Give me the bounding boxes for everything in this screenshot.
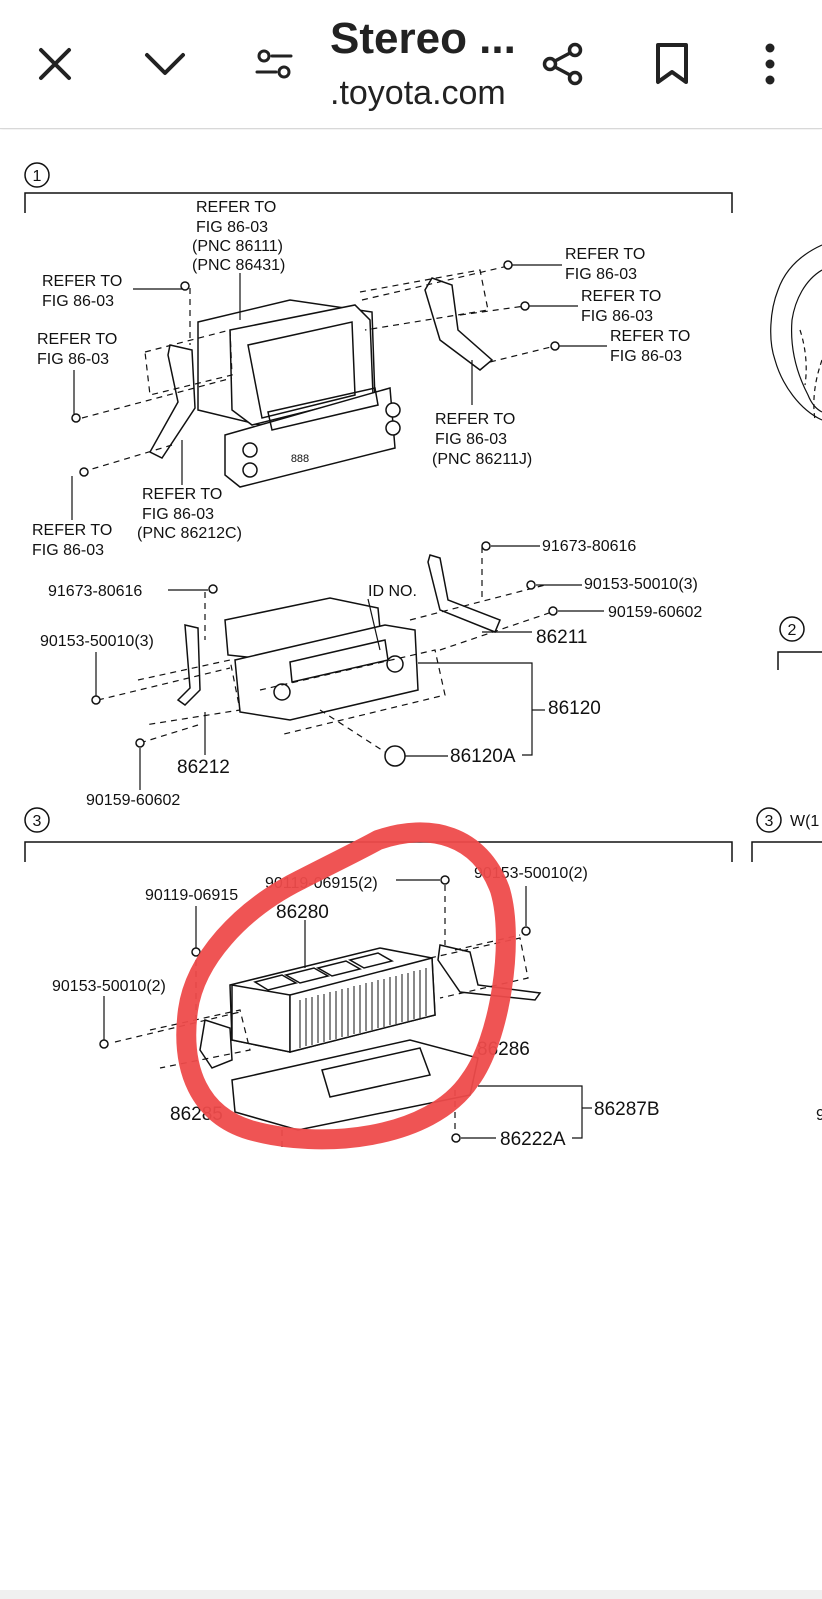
heatsink-fins <box>299 968 427 1048</box>
part-90153-right: 90153-50010(3) <box>584 576 698 593</box>
svg-text:REFER TO FIG 86-03: REFER TO FIG 86-03 (PNC 86111) (PNC 8643… <box>192 199 287 274</box>
part-90159-right: 90159-60602 <box>608 604 702 621</box>
svg-text:REFER TO FIG 86-03: REFER TO FIG 86-03 <box>32 522 117 559</box>
screw-icons <box>71 260 560 477</box>
tune-icon[interactable] <box>244 34 304 94</box>
section-marker-3-label: 3 <box>33 813 42 830</box>
section-marker-1-label: 1 <box>33 168 42 185</box>
svg-text:REFER TO FIG 86-03: REFER TO FIG 86-03 (PNC 86211J) <box>432 411 532 468</box>
display-text: 888 <box>291 453 309 465</box>
refer-right-2-line2: FIG 86-03 <box>581 308 653 325</box>
refer-bottom-mid-line3: (PNC 86212C) <box>137 525 242 542</box>
section-w-label: W(1 <box>790 813 819 830</box>
svg-text:REFER TO FIG 86-03: REFER TO FIG 86-03 (PNC 86212C) <box>137 486 242 542</box>
radio-unit-drawing <box>176 554 501 767</box>
parts-diagram: 1 888 <box>0 130 822 1599</box>
part-91673-right: 91673-80616 <box>542 538 636 555</box>
refer-bottom-right-line1: REFER TO <box>435 411 515 428</box>
section-3: 3 3 W(1 <box>24 807 822 1150</box>
refer-left-1-line1: REFER TO <box>42 273 122 290</box>
refer-bottom-mid-line2: FIG 86-03 <box>142 506 214 523</box>
section-marker-3 <box>24 807 50 833</box>
section-marker-2 <box>779 616 805 642</box>
refer-left-1-line2: FIG 86-03 <box>42 293 114 310</box>
refer-right-2-line1: REFER TO <box>581 288 661 305</box>
part-90153-left: 90153-50010(2) <box>52 978 166 995</box>
page-domain: .toyota.com <box>330 74 506 112</box>
part-90153-left: 90153-50010(3) <box>40 633 154 650</box>
right-edge-partial-drawing <box>770 244 822 421</box>
refer-right-1-line2: FIG 86-03 <box>565 266 637 283</box>
id-no-label: ID NO. <box>368 583 417 600</box>
refer-bottom-mid-line1: REFER TO <box>142 486 222 503</box>
part-86120: 86120 <box>548 698 601 719</box>
refer-bottom-right-line2: FIG 86-03 <box>435 431 507 448</box>
part-90119: 90119-06915 <box>145 887 238 904</box>
svg-text:REFER TO FIG 86-03: REFER TO FIG 86-03 <box>565 246 650 283</box>
refer-top-line3: (PNC 86111) <box>192 238 283 255</box>
part-90159-left: 90159-60602 <box>86 792 180 809</box>
part-86280: 86280 <box>276 902 329 923</box>
section-marker-1 <box>24 162 50 188</box>
refer-top-line1: REFER TO <box>196 199 276 216</box>
page-title: Stereo ... <box>330 14 516 63</box>
head-unit-drawing <box>148 277 494 488</box>
part-91673-left: 91673-80616 <box>48 583 142 600</box>
section-2-parts: 91673-80616 90153-50010(3) 90159-60602 8… <box>40 538 822 809</box>
refer-top-line4: (PNC 86431) <box>192 257 285 274</box>
refer-left-2-line2: FIG 86-03 <box>37 351 109 368</box>
edge-char: 9 <box>816 1107 822 1124</box>
refer-right-3-line1: REFER TO <box>610 328 690 345</box>
section-marker-3-right <box>756 807 782 833</box>
bottom-edge <box>0 1590 822 1599</box>
bookmark-icon[interactable] <box>642 34 702 94</box>
svg-text:REFER TO FIG 86-03: REFER TO FIG 86-03 <box>37 331 122 368</box>
part-86212: 86212 <box>177 757 230 778</box>
refer-top-line2: FIG 86-03 <box>196 219 268 236</box>
refer-bottom-left-line2: FIG 86-03 <box>32 542 104 559</box>
part-86287B: 86287B <box>594 1099 660 1120</box>
refer-right-3-line2: FIG 86-03 <box>610 348 682 365</box>
chevron-down-icon[interactable] <box>135 34 195 94</box>
section-bracket-1 <box>24 192 733 213</box>
close-icon[interactable] <box>25 34 85 94</box>
section-1: 1 888 <box>24 162 733 559</box>
refer-bottom-left-line1: REFER TO <box>32 522 112 539</box>
refer-bottom-right-line3: (PNC 86211J) <box>432 451 532 468</box>
more-vert-icon[interactable] <box>740 34 800 94</box>
svg-text:REFER TO FIG 86-03: REFER TO FIG 86-03 <box>42 273 127 310</box>
share-icon[interactable] <box>533 34 593 94</box>
section-marker-2-label: 2 <box>788 622 797 639</box>
svg-text:REFER TO FIG 86-03: REFER TO FIG 86-03 <box>610 328 695 365</box>
refer-right-1-line1: REFER TO <box>565 246 645 263</box>
svg-text:REFER TO FIG 86-03: REFER TO FIG 86-03 <box>581 288 666 325</box>
parts-diagram-drawing: 1 888 <box>24 162 822 1150</box>
browser-toolbar: Stereo ... .toyota.com <box>0 0 822 129</box>
refer-left-2-line1: REFER TO <box>37 331 117 348</box>
part-86222A: 86222A <box>500 1129 566 1150</box>
highlight-circle <box>176 822 516 1150</box>
part-86211: 86211 <box>536 627 587 648</box>
section-marker-3-right-label: 3 <box>765 813 774 830</box>
part-86120A: 86120A <box>450 746 516 767</box>
